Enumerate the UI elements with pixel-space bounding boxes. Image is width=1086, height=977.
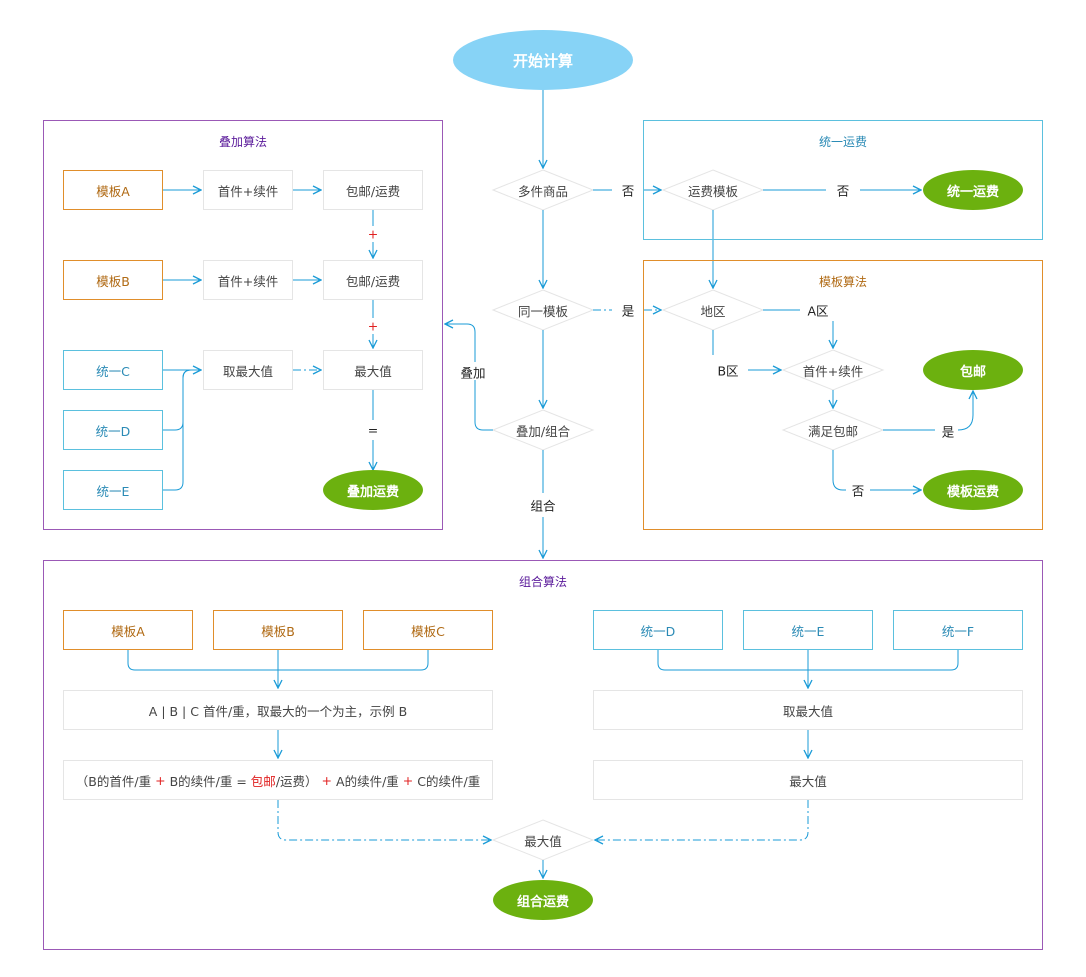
edge-label-zone-a: A区 bbox=[807, 303, 829, 319]
combo-template-c: 模板C bbox=[363, 610, 493, 650]
formula-part-4: A的续件/重 bbox=[336, 773, 399, 789]
decision-multi-goods: 多件商品 bbox=[517, 183, 568, 199]
start-node: 开始计算 bbox=[453, 30, 633, 90]
formula-part-3: /运费） bbox=[275, 773, 318, 789]
template-algorithm-panel: 模板算法 bbox=[643, 260, 1043, 530]
decision-same-template: 同一模板 bbox=[517, 303, 568, 319]
combo-uniform-d: 统一D bbox=[593, 610, 723, 650]
combo-panel-title: 组合算法 bbox=[518, 575, 567, 589]
uniform-panel-title: 统一运费 bbox=[818, 135, 867, 149]
stack-take-max: 取最大值 bbox=[203, 350, 293, 390]
stack-template-b: 模板B bbox=[63, 260, 163, 300]
edge-label-no-1: 否 bbox=[621, 183, 635, 199]
edge-yes-free bbox=[957, 391, 973, 431]
decision-first-cont: 首件+续件 bbox=[802, 363, 864, 379]
formula-part-2: B的续件/重 = bbox=[169, 773, 247, 789]
combo-max: 最大值 bbox=[593, 760, 1023, 800]
formula-part-5: C的续件/重 bbox=[417, 773, 481, 789]
stack-package-2: 包邮/运费 bbox=[323, 260, 423, 300]
edge-stackcombo-up bbox=[474, 380, 493, 431]
stack-fee-result: 叠加运费 bbox=[323, 470, 423, 510]
decision-free-check: 满足包邮 bbox=[807, 423, 858, 439]
stack-equals: = bbox=[367, 422, 379, 438]
decision-stack-combo: 叠加/组合 bbox=[515, 423, 571, 439]
edge-label-yes-2: 是 bbox=[941, 424, 955, 440]
combo-uniform-e: 统一E bbox=[743, 610, 873, 650]
combo-fee-result: 组合运费 bbox=[493, 880, 593, 920]
edge-label-no-3: 否 bbox=[851, 483, 865, 499]
combo-take-max: 取最大值 bbox=[593, 690, 1023, 730]
stack-uniform-d: 统一D bbox=[63, 410, 163, 450]
stack-first-cont-2: 首件+续件 bbox=[203, 260, 293, 300]
combo-uniform-f: 统一F bbox=[893, 610, 1023, 650]
edge-label-stack: 叠加 bbox=[460, 365, 486, 381]
formula-part-1: （B的首件/重 bbox=[75, 773, 152, 789]
uniform-fee-panel: 统一运费 bbox=[643, 120, 1043, 240]
edge-stack-left bbox=[445, 324, 476, 362]
combo-algorithm-panel: 组合算法 bbox=[43, 560, 1043, 950]
formula-free: 包邮 bbox=[250, 773, 276, 789]
edge-formula-maxvalue bbox=[277, 800, 491, 840]
stack-panel-title: 叠加算法 bbox=[218, 135, 267, 149]
edge-label-zone-b: B区 bbox=[717, 363, 739, 379]
formula-plus-2: + bbox=[321, 772, 333, 788]
formula-plus-3: + bbox=[402, 772, 414, 788]
decision-region: 地区 bbox=[700, 303, 726, 319]
edge-label-yes-1: 是 bbox=[621, 303, 635, 319]
stack-algorithm-panel: 叠加算法 bbox=[43, 120, 443, 530]
stack-plus-1: + bbox=[367, 226, 379, 242]
combo-formula: （B的首件/重 + B的续件/重 = 包邮 /运费） + A的续件/重 + C的… bbox=[63, 760, 493, 800]
stack-package-1: 包邮/运费 bbox=[323, 170, 423, 210]
edge-label-combo: 组合 bbox=[530, 498, 556, 514]
stack-uniform-e: 统一E bbox=[63, 470, 163, 510]
template-fee-result: 模板运费 bbox=[923, 470, 1023, 510]
edge-max-maxvalue bbox=[595, 800, 809, 840]
stack-max: 最大值 bbox=[323, 350, 423, 390]
stack-first-cont-1: 首件+续件 bbox=[203, 170, 293, 210]
stack-template-a: 模板A bbox=[63, 170, 163, 210]
decision-max-value: 最大值 bbox=[524, 833, 562, 849]
decision-ship-template: 运费模板 bbox=[687, 183, 738, 199]
free-shipping-result: 包邮 bbox=[923, 350, 1023, 390]
combo-template-b: 模板B bbox=[213, 610, 343, 650]
edge-label-no-2: 否 bbox=[836, 183, 850, 199]
uniform-fee-result: 统一运费 bbox=[923, 170, 1023, 210]
stack-plus-2: + bbox=[367, 318, 379, 334]
edge-uniE-takemax bbox=[163, 369, 192, 491]
combo-rule: A | B | C 首件/重，取最大的一个为主，示例 B bbox=[63, 690, 493, 730]
stack-uniform-c: 统一C bbox=[63, 350, 163, 390]
combo-template-a: 模板A bbox=[63, 610, 193, 650]
edge-freecheck-no bbox=[832, 450, 846, 491]
formula-plus-1: + bbox=[155, 772, 166, 788]
template-panel-title: 模板算法 bbox=[818, 275, 867, 289]
